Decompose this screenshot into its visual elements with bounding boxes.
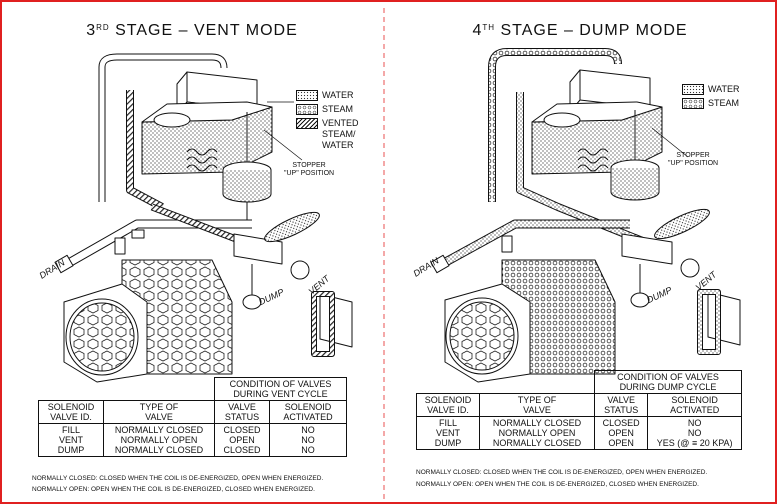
vent-mode-panel: 3RD STAGE – VENT MODE (2, 2, 382, 502)
dump-mode-panel: 4TH STAGE – DUMP MODE (390, 2, 770, 502)
valve-condition-table: CONDITION OF VALVES DURING DUMP CYCLE SO… (416, 370, 742, 450)
steam-swatch (296, 104, 318, 115)
footnote-normally-closed: NORMALLY CLOSED: CLOSED WHEN THE COIL IS… (32, 475, 324, 482)
col-header-solenoid-id: SOLENOID VALVE ID. (416, 393, 480, 417)
panel-title: 3RD STAGE – VENT MODE (86, 22, 298, 39)
condition-header: CONDITION OF VALVES DURING VENT CYCLE (214, 377, 347, 401)
footnote-normally-closed: NORMALLY CLOSED: CLOSED WHEN THE COIL IS… (416, 469, 708, 476)
col-header-status: VALVE STATUS (593, 393, 649, 417)
legend-item-water: WATER (296, 90, 359, 101)
water-swatch (296, 90, 318, 101)
legend: WATER STEAM VENTED STEAM/ WATER (296, 90, 359, 154)
panel-title: 4TH STAGE – DUMP MODE (472, 22, 688, 39)
legend-item-steam: STEAM (296, 104, 359, 115)
vented-swatch (296, 118, 318, 129)
legend-item-steam: STEAM (682, 98, 740, 109)
footnote-normally-open: NORMALLY OPEN: OPEN WHEN THE COIL IS DE-… (32, 486, 315, 493)
col-header-solenoid-id: SOLENOID VALVE ID. (38, 400, 104, 424)
col-header-activated: SOLENOID ACTIVATED (269, 400, 347, 424)
col-header-activated: SOLENOID ACTIVATED (647, 393, 742, 417)
legend: WATER STEAM (682, 84, 740, 112)
stopper-label: STOPPER "UP" POSITION (668, 152, 719, 167)
legend-item-vented: VENTED STEAM/ WATER (296, 118, 359, 151)
steam-swatch (682, 98, 704, 109)
stopper-label: STOPPER "UP" POSITION (284, 162, 335, 177)
steam-generator-diagram (430, 48, 741, 383)
valve-condition-table: CONDITION OF VALVES DURING VENT CYCLE SO… (38, 377, 347, 457)
col-header-status: VALVE STATUS (214, 400, 270, 424)
condition-header: CONDITION OF VALVES DURING DUMP CYCLE (594, 370, 742, 394)
steam-generator-diagram (54, 53, 353, 383)
legend-item-water: WATER (682, 84, 740, 95)
water-swatch (682, 84, 704, 95)
footnote-normally-open: NORMALLY OPEN: OPEN WHEN THE COIL IS DE-… (416, 481, 699, 488)
col-header-type: TYPE OF VALVE (479, 393, 595, 417)
panel-divider (383, 8, 385, 500)
col-header-type: TYPE OF VALVE (103, 400, 215, 424)
